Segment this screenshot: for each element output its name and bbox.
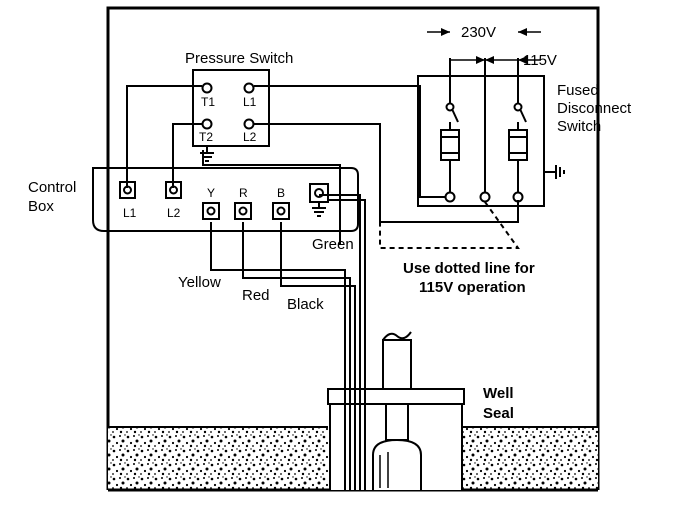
well-bore bbox=[330, 404, 462, 490]
well-seal-label-line2: Seal bbox=[483, 405, 514, 422]
ground-symbol-disconnect bbox=[544, 165, 565, 179]
drop-cable bbox=[202, 150, 366, 490]
control-box-label-line1: Control bbox=[28, 179, 76, 196]
gravel-left bbox=[108, 427, 328, 490]
terminal-Y bbox=[202, 202, 220, 220]
wire-label-yellow: Yellow bbox=[178, 274, 221, 291]
fused-disconnect-switch bbox=[417, 75, 545, 207]
terminal-cb-L2-label: L2 bbox=[167, 206, 181, 220]
submersible-pump bbox=[372, 438, 422, 490]
neutral-line bbox=[479, 58, 491, 203]
outer-frame bbox=[106, 6, 600, 490]
dimension-230v bbox=[427, 28, 541, 36]
dotted-115v-line bbox=[379, 201, 520, 249]
control-box-label-line2: Box bbox=[28, 198, 54, 215]
fused-disconnect-label-line3: Switch bbox=[557, 118, 601, 135]
terminal-R-label: R bbox=[239, 186, 248, 200]
wire-label-red: Red bbox=[242, 287, 270, 304]
fused-disconnect-label-line1: Fused bbox=[557, 82, 599, 99]
voltage-230v-label: 230V bbox=[461, 24, 496, 41]
terminal-ps-L1-label: L1 bbox=[243, 95, 257, 109]
terminal-T2-label: T2 bbox=[199, 130, 213, 144]
note-line1: Use dotted line for bbox=[403, 260, 535, 277]
terminal-cb-L1 bbox=[119, 181, 136, 199]
terminal-ps-L1 bbox=[243, 82, 255, 94]
terminal-T2 bbox=[201, 118, 213, 130]
terminal-ps-L2-label: L2 bbox=[243, 130, 257, 144]
ground-symbol-pressure-switch bbox=[200, 152, 214, 162]
well-seal-label-line1: Well bbox=[483, 385, 514, 402]
pressure-switch bbox=[192, 69, 270, 147]
pressure-switch-label: Pressure Switch bbox=[185, 50, 293, 67]
terminal-B bbox=[272, 202, 290, 220]
terminal-cb-L2 bbox=[165, 181, 182, 199]
terminal-T1-label: T1 bbox=[201, 95, 215, 109]
wire-label-black: Black bbox=[287, 296, 324, 313]
fuse-left bbox=[440, 58, 460, 203]
control-box bbox=[92, 167, 359, 232]
terminal-T1 bbox=[201, 82, 213, 94]
fuse-right bbox=[508, 58, 528, 203]
terminal-ground-cb bbox=[309, 183, 329, 217]
voltage-115v-label: 115V bbox=[523, 52, 557, 69]
terminal-Y-label: Y bbox=[207, 186, 215, 200]
gravel-right bbox=[462, 427, 598, 490]
terminal-R bbox=[234, 202, 252, 220]
terminal-B-label: B bbox=[277, 186, 285, 200]
wire-label-green: Green bbox=[312, 236, 354, 253]
dimension-115v bbox=[450, 56, 541, 64]
note-line2: 115V operation bbox=[419, 279, 526, 296]
drop-pipe bbox=[382, 339, 412, 390]
terminal-cb-L1-label: L1 bbox=[123, 206, 137, 220]
pipe-break bbox=[382, 331, 412, 341]
terminal-ps-L2 bbox=[243, 118, 255, 130]
fused-disconnect-label-line2: Disconnect bbox=[557, 100, 632, 117]
well-seal bbox=[327, 388, 465, 405]
